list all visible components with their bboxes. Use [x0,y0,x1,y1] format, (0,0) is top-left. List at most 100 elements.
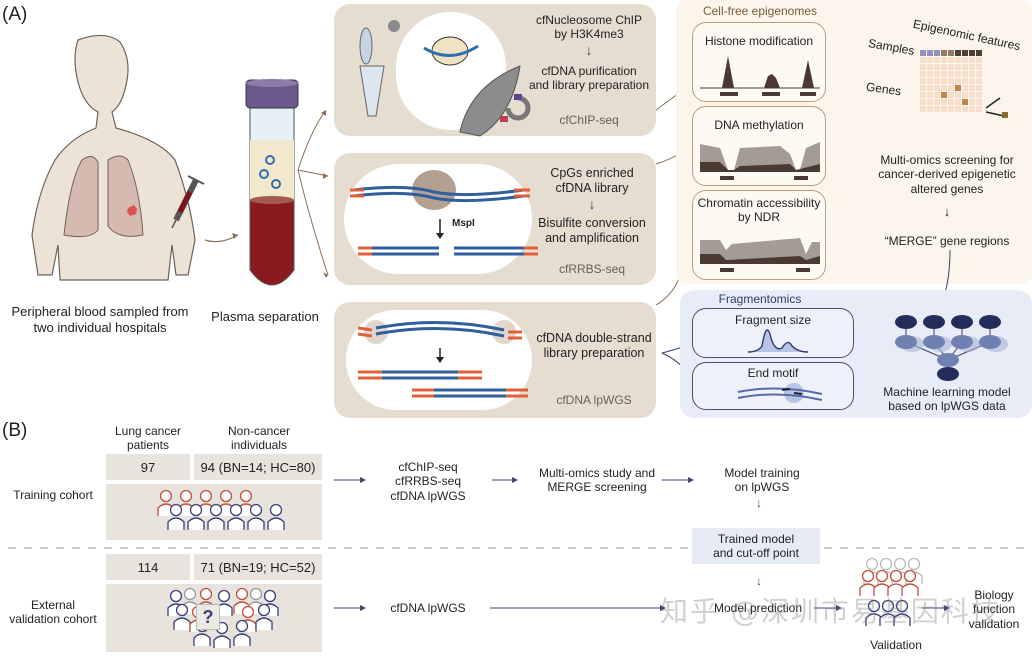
blood-sampling-caption: Peripheral blood sampled from two indivi… [11,304,189,335]
multiomics-matrix-heatmap [920,50,1008,118]
matrix-cell [941,99,947,105]
matrix-cell [969,106,975,112]
matrix-cell [955,50,961,56]
histone-modification-label: Histone modification [704,34,814,48]
tube-icon [359,27,385,117]
model-prediction-text: Model prediction [713,601,803,615]
matrix-cell [955,71,961,77]
cancer-patient-icon [157,489,175,516]
lpwgs-method-label: cfDNA lpWGS [556,393,632,407]
matrix-cell [962,92,968,98]
matrix-cell [941,50,947,56]
unknown-status-icon: ? [196,604,220,630]
matrix-cell [927,78,933,84]
down-arrow-icon: ↓ [756,574,762,588]
matrix-cell [941,78,947,84]
magnet-icon [500,94,531,122]
matrix-cell [962,57,968,63]
matrix-cell [920,71,926,77]
plasma-separation-caption: Plasma separation [211,309,319,324]
tube-branch-arrows [297,109,329,278]
matrix-cell [948,64,954,70]
selected-feature-cell [1002,112,1008,118]
validation-result-people-icons [859,557,923,626]
magnetic-bead-icon [459,65,521,137]
column-header-cancer: Lung cancer patients [114,424,182,453]
syringe-icon [171,175,205,229]
matrix-cell [976,50,982,56]
down-arrow-icon: ↓ [943,204,951,219]
validation-sequencing-text: cfDNA lpWGS [390,601,466,615]
down-arrow-icon: ↓ [588,196,596,212]
matrix-cell [934,99,940,105]
matrix-cell [934,50,940,56]
matrix-cell [962,99,968,105]
matrix-cell [948,92,954,98]
mixed-individual-icon [173,603,191,630]
validation-cancer-count: 114 [106,554,190,580]
matrix-cell [920,78,926,84]
epigenomes-title: Cell-free epigenomes [702,4,818,18]
validation-noncancer-count: 71 (BN=19; HC=52) [194,554,322,580]
matrix-cell [976,106,982,112]
multiomics-study-text: Multi-omics study and MERGE screening [538,466,656,495]
watermark: 知乎 @深圳市易基因科技 [660,595,1001,628]
matrix-cell [927,85,933,91]
fragmentomics-title: Fragmentomics [718,292,802,306]
training-noncancer-count: 94 (BN=14; HC=80) [194,454,322,480]
matrix-cell [927,71,933,77]
matrix-cell [976,92,982,98]
matrix-cell [962,64,968,70]
matrix-cell [955,64,961,70]
matrix-cell [969,78,975,84]
noncancer-individual-icon [187,503,205,530]
matrix-cell [962,106,968,112]
matrix-cell [948,78,954,84]
matrix-cell [976,78,982,84]
matrix-cell [920,92,926,98]
matrix-cell [927,57,933,63]
matrix-cell [948,71,954,77]
noncancer-individual-icon [207,503,225,530]
chip-method-label: cfChIP-seq [559,113,619,127]
chip-illustration [359,20,531,137]
histone-modification-card [692,22,826,102]
matrix-cell [934,57,940,63]
cancer-patient-icon [237,489,255,516]
matrix-cell [941,92,947,98]
matrix-cell [934,85,940,91]
matrix-cell [948,50,954,56]
matrix-cell [962,85,968,91]
matrix-cell [920,99,926,105]
methylation-track [700,142,820,180]
chip-step-text: cfNucleosome ChIP by H3K4me3 ↓ cfDNA pur… [524,13,654,93]
matrix-cell [955,99,961,105]
matrix-cell [969,99,975,105]
sequencing-methods-text: cfChIP-seq cfRRBS-seq cfDNA lpWGS [390,460,466,503]
nn-output-node [937,367,959,381]
training-flow-arrows [334,477,694,483]
matrix-cell [976,71,982,77]
predicted-cancer-icon [887,569,905,596]
matrix-cell [948,99,954,105]
matrix-cell [927,92,933,98]
matrix-cell [955,57,961,63]
matrix-cell [955,92,961,98]
mixed-individual-icon [255,603,273,630]
nn-hidden-node [979,335,1001,349]
fragment-size-label: Fragment size [734,313,812,327]
dna-methylation-card [692,106,826,186]
nn-hidden-node [923,335,945,349]
dna-methylation-label: DNA methylation [714,118,804,132]
ml-model-text: Machine learning model based on lpWGS da… [883,385,1011,414]
matrix-cell [934,106,940,112]
validation-cohort-label: External validation cohort [9,598,97,627]
matrix-cell [948,57,954,63]
nucleosome-icon [259,155,281,189]
matrix-cell [927,50,933,56]
matrix-cell [927,99,933,105]
matrix-cell [955,85,961,91]
matrix-cell [920,64,926,70]
cancer-patient-icon [177,489,195,516]
matrix-cell [955,106,961,112]
